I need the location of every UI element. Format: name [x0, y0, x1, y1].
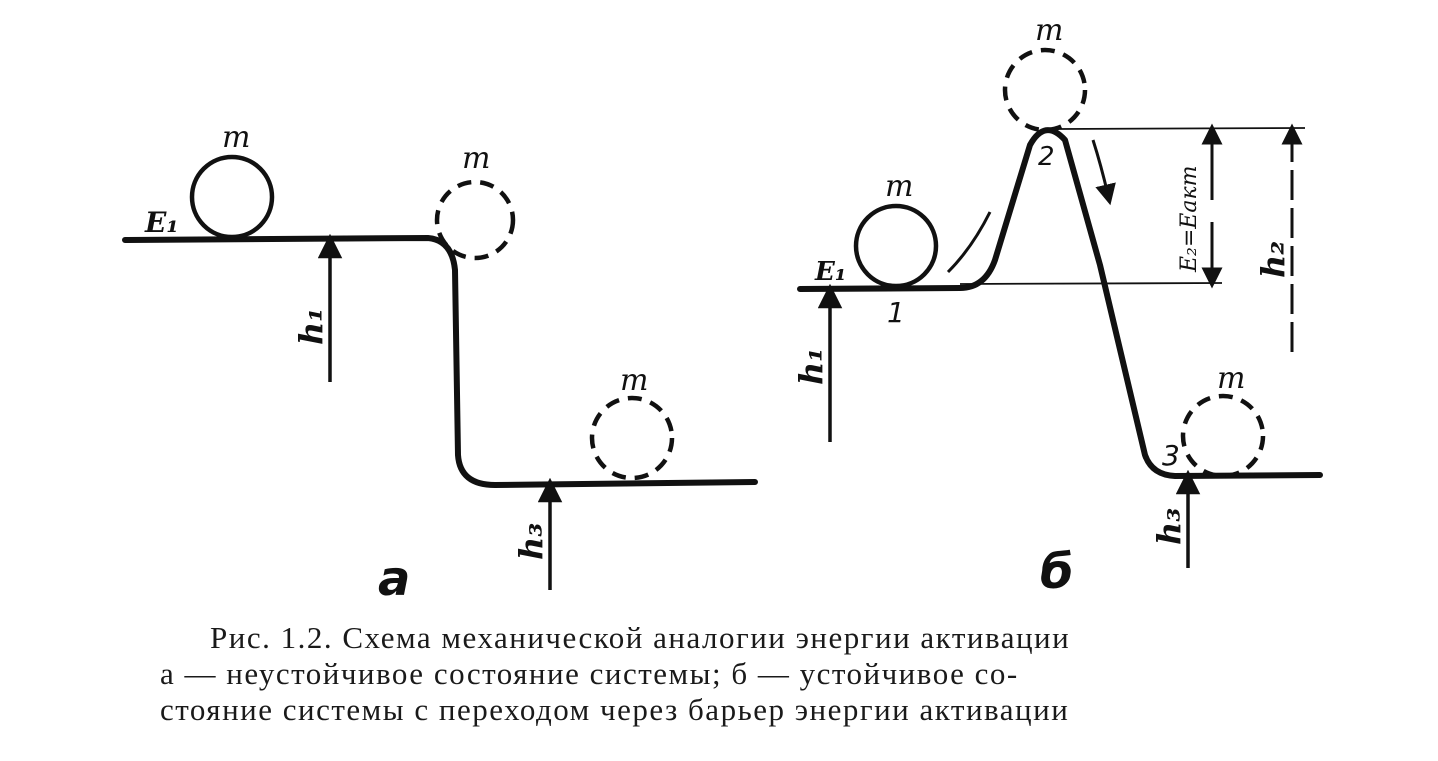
activation-energy-diagram: m m m E₁ h₁ h₃ а m m m E₁ 1 2 3 E₂=Eакт … [122, 13, 1323, 600]
panel-b-mass-label-1: m [885, 169, 913, 204]
panel-b-descent-arrow [1091, 139, 1116, 206]
panel-a-profile [122, 234, 758, 489]
panel-a-mass-label-3: m [620, 363, 648, 398]
panel-b-letter: б [1040, 544, 1074, 600]
panel-a: m m m E₁ h₁ h₃ а [122, 120, 758, 600]
panel-b-profile [797, 127, 1323, 479]
panel-a-h1-label: h₁ [292, 308, 330, 345]
panel-b-point-2: 2 [1038, 142, 1055, 172]
panel-a-mass-label-2: m [462, 141, 490, 176]
panel-b-h1-label: h₁ [792, 348, 830, 385]
panel-a-letter: а [378, 551, 410, 600]
panel-b-mass-label-2: m [1035, 13, 1063, 48]
panel-b-activation-label: E₂=Eакт [1177, 166, 1202, 274]
caption-line-1: Рис. 1.2. Схема механической аналогии эн… [210, 620, 1071, 655]
panel-b-ball-initial [853, 203, 939, 289]
panel-b-h2-label: h₂ [1254, 241, 1292, 278]
panel-b-h3-label: h₃ [1150, 508, 1188, 545]
panel-b-ball-top [1002, 47, 1088, 133]
panel-a-ball-edge [434, 179, 516, 261]
panel-a-mass-label-1: m [222, 120, 250, 155]
panel-a-ball-initial [189, 154, 275, 240]
panel-b-climb-arrow [946, 211, 992, 274]
caption-line-3: стояние системы с переходом через барьер… [160, 692, 1070, 727]
panel-b: m m m E₁ 1 2 3 E₂=Eакт h₁ h₂ h₃ б [792, 13, 1323, 600]
panel-a-energy-label: E₁ [144, 206, 179, 239]
panel-b-point-3: 3 [1162, 439, 1180, 472]
panel-a-ball-final [589, 395, 675, 481]
panel-b-energy-label: E₁ [814, 257, 846, 287]
panel-b-mass-label-3: m [1217, 361, 1245, 396]
caption-line-2: а — неустойчивое состояние системы; б — … [160, 656, 1019, 691]
panel-b-ball-final [1180, 393, 1266, 479]
panel-b-e2-reference [1057, 127, 1306, 130]
panel-b-e1-reference [959, 282, 1223, 285]
figure-caption: Рис. 1.2. Схема механической аналогии эн… [160, 620, 1260, 728]
panel-a-h3-label: h₃ [512, 523, 550, 560]
panel-b-point-1: 1 [887, 296, 905, 329]
